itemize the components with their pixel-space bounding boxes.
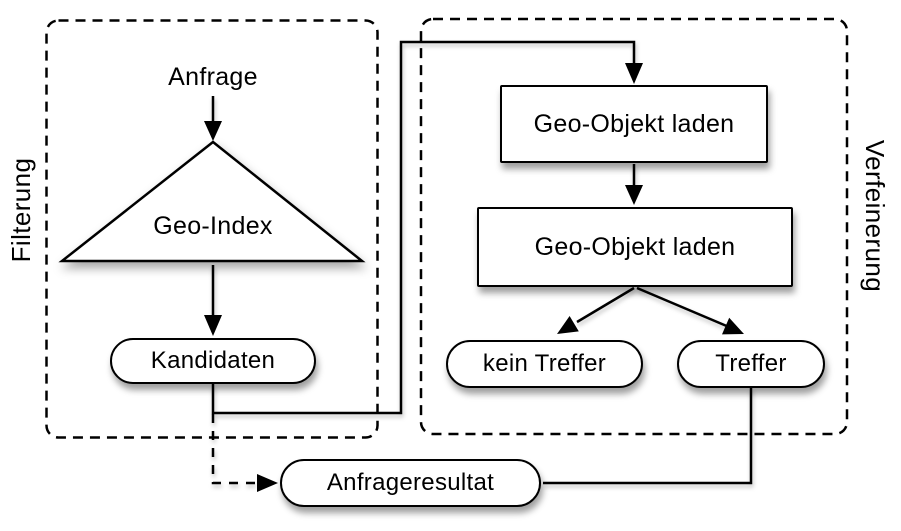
verfeinerung-label: Verfeinerung [860, 139, 891, 293]
edge-treffer-anfrageresultat [543, 387, 753, 485]
geo-index-triangle-shape [58, 140, 366, 263]
arrowhead-into-kandidaten [204, 315, 222, 336]
node-kein-treffer: kein Treffer [446, 340, 643, 388]
node-kandidaten: Kandidaten [110, 338, 316, 384]
node-geo-objekt-laden-2: Geo-Objekt laden [477, 207, 793, 287]
arrowhead-into-geo-objekt-1 [625, 63, 643, 84]
node-treffer: Treffer [677, 340, 825, 388]
triangle-shape [58, 140, 366, 263]
arrowhead-into-geo-objekt-2 [625, 185, 643, 205]
node-geo-index-label: Geo-Index [153, 211, 273, 240]
node-geo-index [56, 135, 370, 267]
node-anfrage: Anfrage [168, 62, 258, 91]
filterung-label: Filterung [5, 157, 36, 263]
arrowhead-into-anfrageresultat [257, 474, 278, 492]
edge-geo-objekt-2-kein-treffer [576, 286, 635, 324]
arrowhead-into-treffer [722, 317, 744, 335]
edge-geo-objekt-2-treffer [636, 286, 730, 329]
edge-kandidaten-anfrageresultat [211, 414, 258, 485]
arrowhead-into-kein-treffer [557, 316, 579, 334]
node-geo-objekt-laden-1: Geo-Objekt laden [500, 85, 768, 163]
node-anfrageresultat: Anfrageresultat [280, 459, 541, 507]
